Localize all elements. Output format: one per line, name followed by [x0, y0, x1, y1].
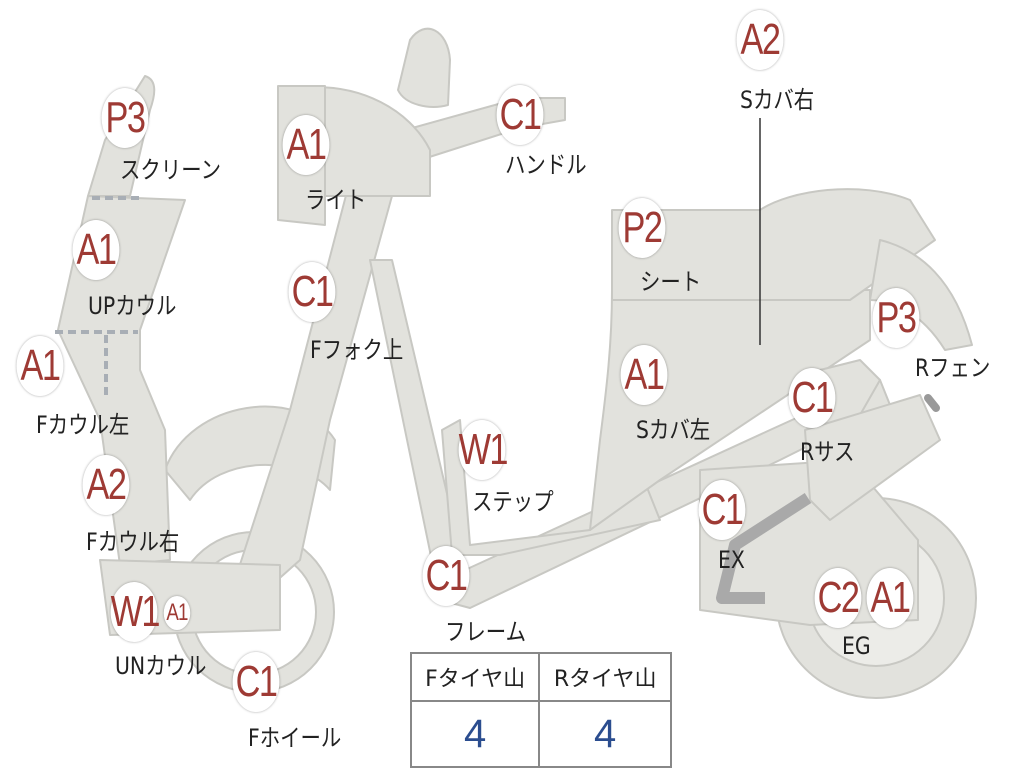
front-tire-value: 4	[409, 700, 541, 768]
part-label-f-cowl-right: Fカウル右	[86, 528, 180, 556]
code-badge-screen: P3	[101, 88, 149, 148]
part-label-f-wheel: Fホイール	[248, 724, 342, 752]
rear-shock-rod	[924, 394, 940, 412]
code-badge-un-cowl: W1	[110, 582, 161, 642]
part-label-s-cover-left: Sカバ左	[636, 416, 711, 444]
frame-tube	[369, 259, 891, 609]
rear-tire-value: 4	[538, 700, 672, 768]
part-label-r-sus: Rサス	[800, 438, 855, 466]
part-label-frame: フレーム	[445, 618, 526, 646]
code-badge-handle: C1	[496, 85, 544, 145]
code-badge-frame: C1	[422, 546, 470, 606]
part-label-r-fender: Rフェン	[915, 354, 991, 382]
code-badge-seat: P2	[618, 198, 666, 258]
mirror	[397, 27, 451, 108]
part-label-screen: スクリーン	[120, 156, 221, 184]
code-badge-eg: C2	[814, 568, 862, 628]
front-tire-header: Fタイヤ山	[409, 652, 541, 702]
part-label-eg: EG	[842, 632, 871, 660]
code-badge-un-cowl-secondary: A1	[163, 596, 191, 630]
front-fork	[234, 179, 393, 601]
part-label-step: ステップ	[472, 488, 554, 516]
code-badge-s-cover-right: A2	[736, 10, 784, 70]
code-badge-r-sus: C1	[788, 368, 836, 428]
part-label-seat: シート	[640, 268, 702, 296]
headlight-housing	[299, 86, 431, 197]
tire-tread-table: Fタイヤ山 Rタイヤ山 4 4	[409, 652, 672, 768]
code-badge-up-cowl: A1	[72, 220, 120, 280]
code-badge-ex: C1	[698, 480, 746, 540]
code-badge-f-cowl-left: A1	[16, 336, 64, 396]
part-label-f-fork: Fフォク上	[310, 336, 404, 364]
front-cowl	[57, 195, 186, 566]
part-label-ex: EX	[718, 546, 745, 574]
code-badge-f-cowl-right: A2	[82, 455, 130, 515]
exhaust-pipe	[716, 492, 812, 604]
seat	[611, 188, 936, 301]
part-label-handle: ハンドル	[505, 151, 587, 179]
code-badge-s-cover-left: A1	[620, 345, 668, 405]
code-badge-eg-secondary: A1	[866, 568, 914, 628]
code-badge-r-fender: P3	[872, 288, 920, 348]
code-badge-f-fork: C1	[288, 262, 336, 322]
part-label-f-cowl-left: Fカウル左	[36, 411, 130, 439]
rear-tire-header: Rタイヤ山	[538, 652, 672, 702]
part-label-up-cowl: UPカウル	[88, 292, 177, 320]
part-label-light: ライト	[305, 186, 367, 214]
code-badge-step: W1	[458, 420, 509, 480]
code-badge-light: A1	[282, 115, 330, 175]
code-badge-f-wheel: C1	[232, 652, 280, 712]
part-label-s-cover-right: Sカバ右	[740, 86, 815, 114]
part-label-un-cowl: UNカウル	[115, 652, 207, 680]
air-box	[804, 394, 941, 521]
